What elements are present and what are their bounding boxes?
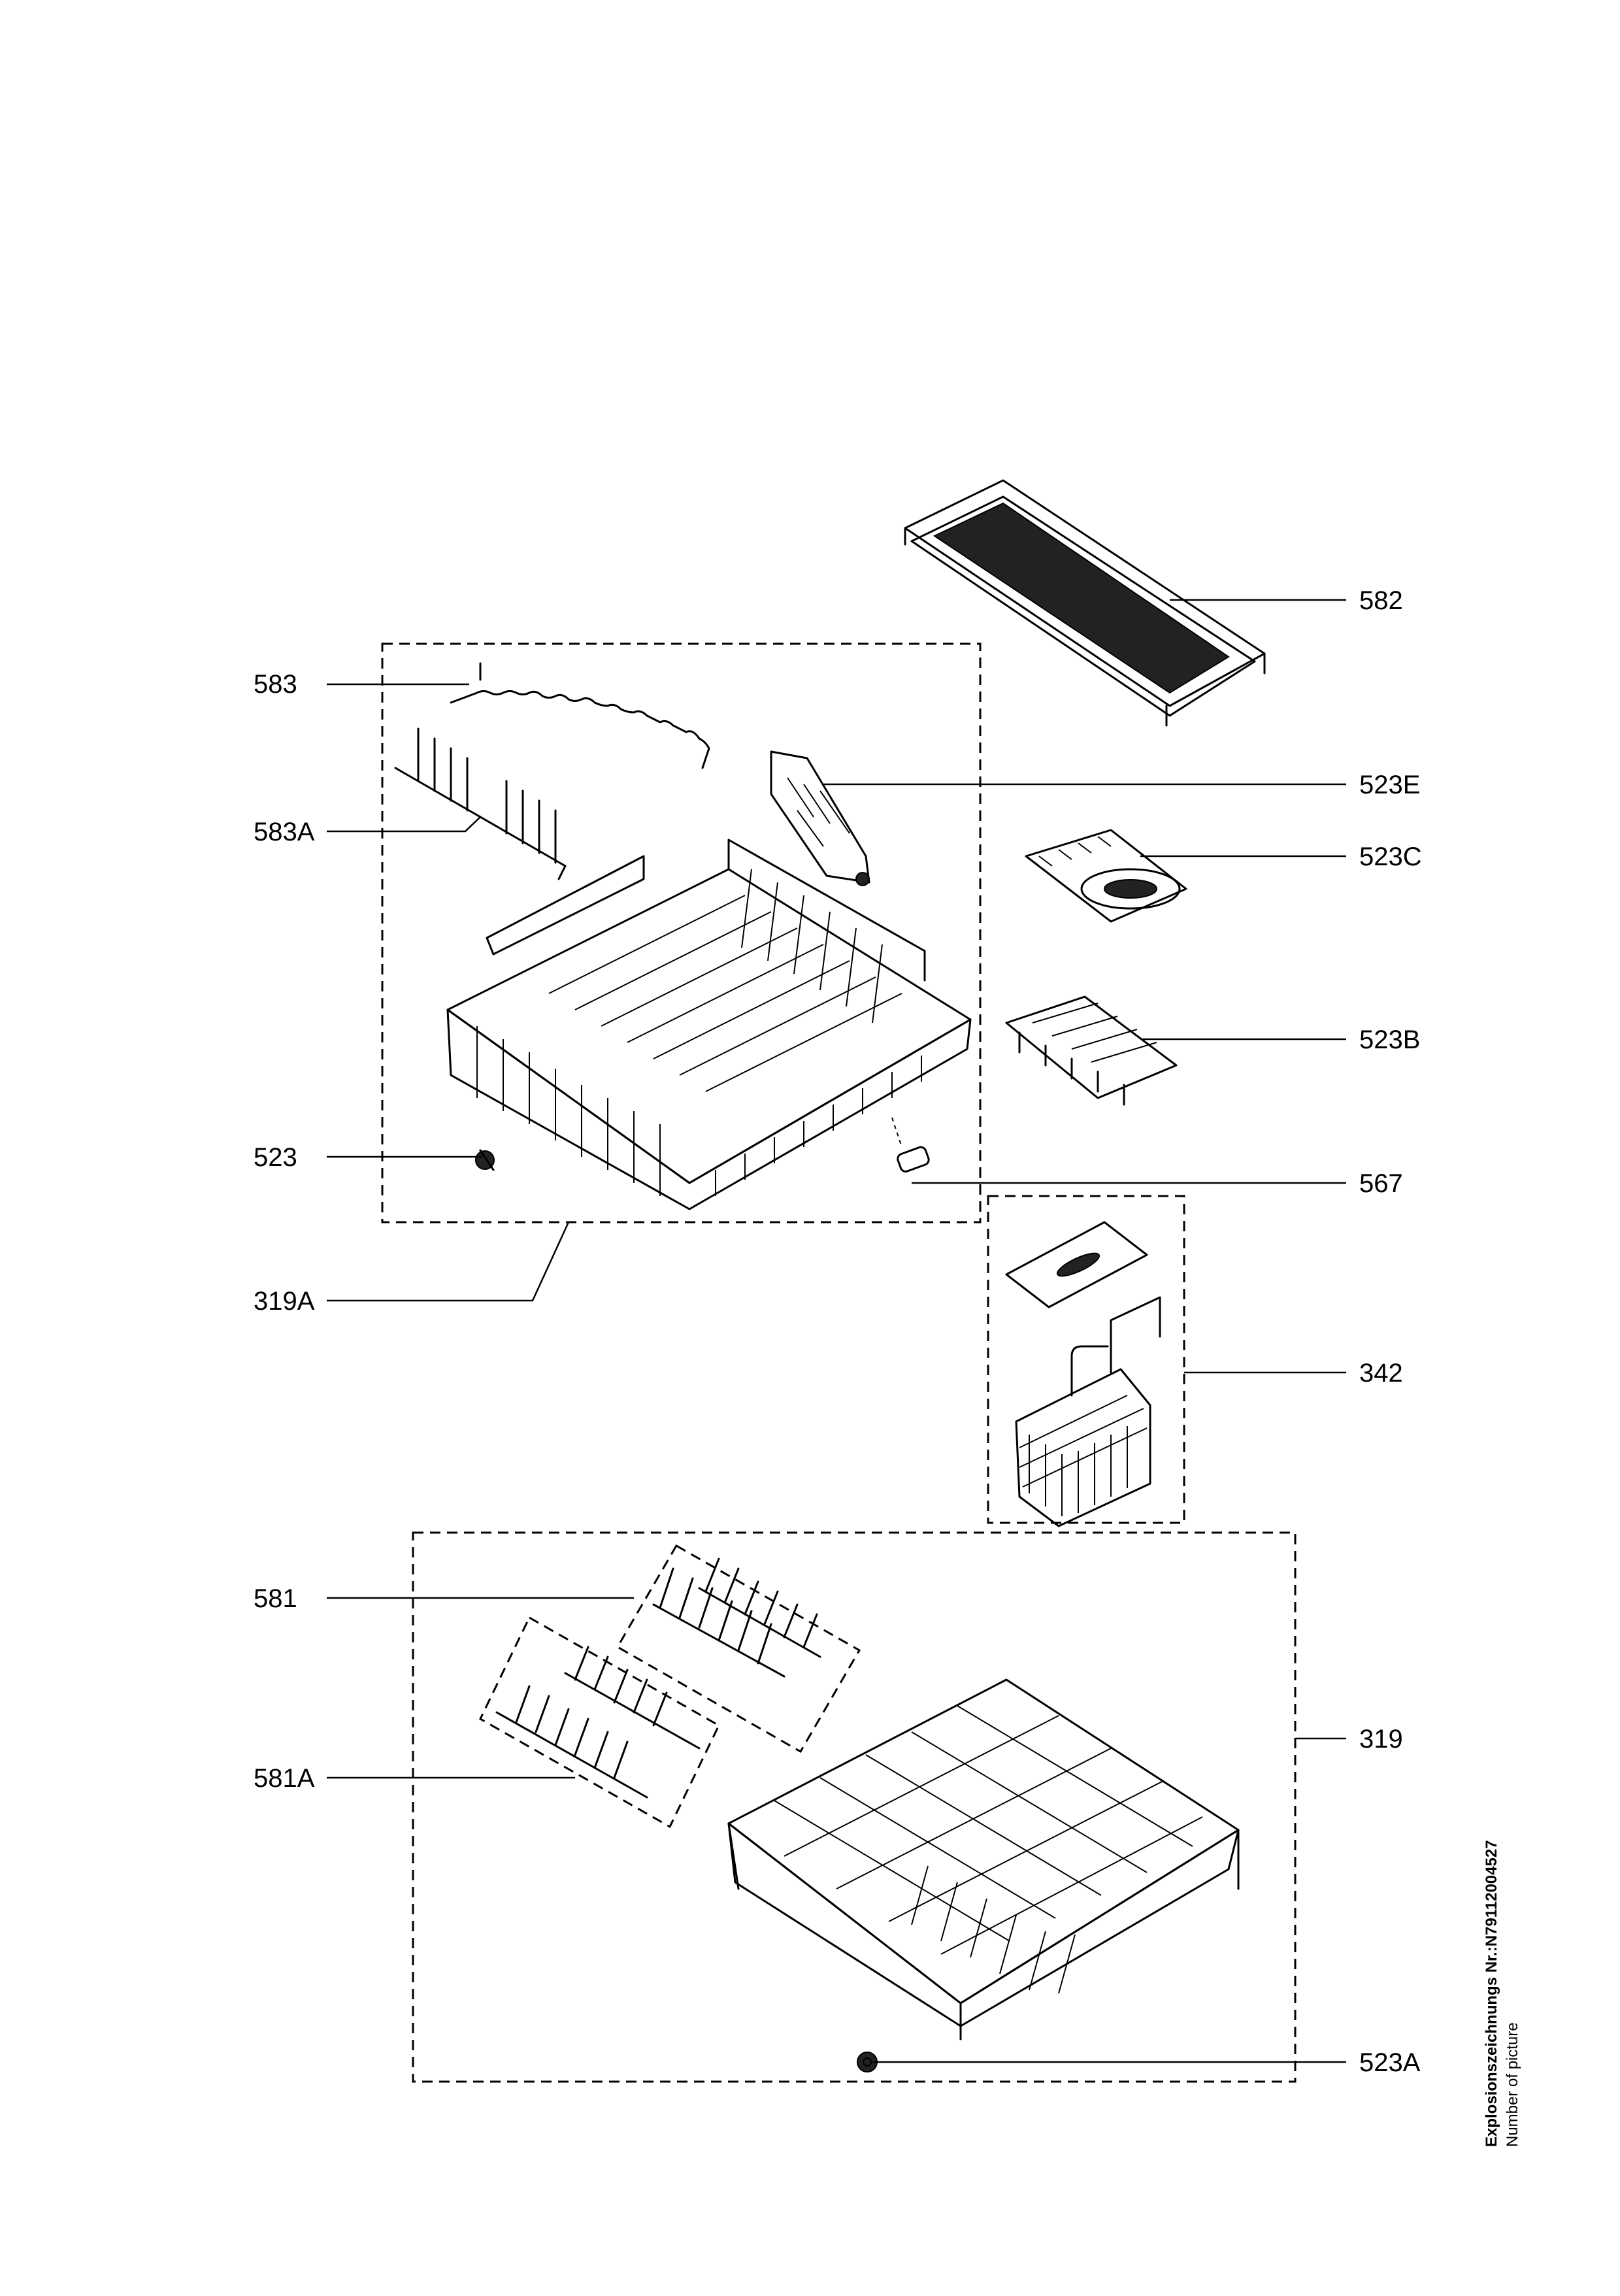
- part-567-clip: [891, 1117, 930, 1173]
- part-523-wheel: [475, 1149, 495, 1171]
- part-319A-upper-basket: [446, 839, 972, 1210]
- label-319A: 319A: [254, 1287, 315, 1316]
- part-581A-tine-insert: [495, 1646, 701, 1799]
- part-342-cutlery-basket: [1005, 1221, 1161, 1527]
- label-581A: 581A: [254, 1764, 315, 1793]
- drawing-number-note: Explosionszeichnungs Nr.:N7911200452​7 N…: [1483, 1840, 1521, 2147]
- drawing-number: Explosionszeichnungs Nr.:N7911200452​7: [1483, 1840, 1500, 2147]
- part-523E-plate-insert: [770, 750, 870, 886]
- label-583: 583: [254, 670, 297, 699]
- part-319-lower-basket: [727, 1678, 1240, 2040]
- label-583A: 583A: [254, 818, 315, 846]
- label-523B: 523B: [1359, 1025, 1420, 1054]
- label-523A: 523A: [1359, 2048, 1421, 2077]
- label-581: 581: [254, 1584, 297, 1613]
- label-523: 523: [254, 1143, 297, 1172]
- leader-319A: [327, 1222, 570, 1302]
- label-319: 319: [1359, 1725, 1403, 1754]
- group-box-581A: [479, 1616, 720, 1829]
- part-523A-wheel: [857, 2052, 878, 2072]
- group-box-342: [987, 1195, 1185, 1524]
- leader-lines: [327, 599, 1346, 2063]
- group-box-581: [616, 1544, 861, 1754]
- label-567: 567: [1359, 1169, 1403, 1198]
- part-523C-small-rack: [1025, 829, 1187, 923]
- label-582: 582: [1359, 586, 1403, 615]
- part-523B-fold-tines: [1005, 995, 1178, 1106]
- part-582-cutlery-tray: [904, 479, 1266, 727]
- leader-583A: [327, 816, 481, 833]
- label-342: 342: [1359, 1359, 1403, 1388]
- label-523C: 523C: [1359, 842, 1422, 871]
- group-box-319A: [381, 642, 982, 1223]
- part-583-wavy-rail: [450, 662, 710, 769]
- part-583A-tine-rows: [394, 727, 567, 880]
- label-523E: 523E: [1359, 771, 1420, 799]
- group-box-319: [412, 1531, 1297, 2083]
- part-581-tine-insert: [652, 1557, 821, 1678]
- drawing-number-caption: Number of picture: [1504, 2022, 1521, 2147]
